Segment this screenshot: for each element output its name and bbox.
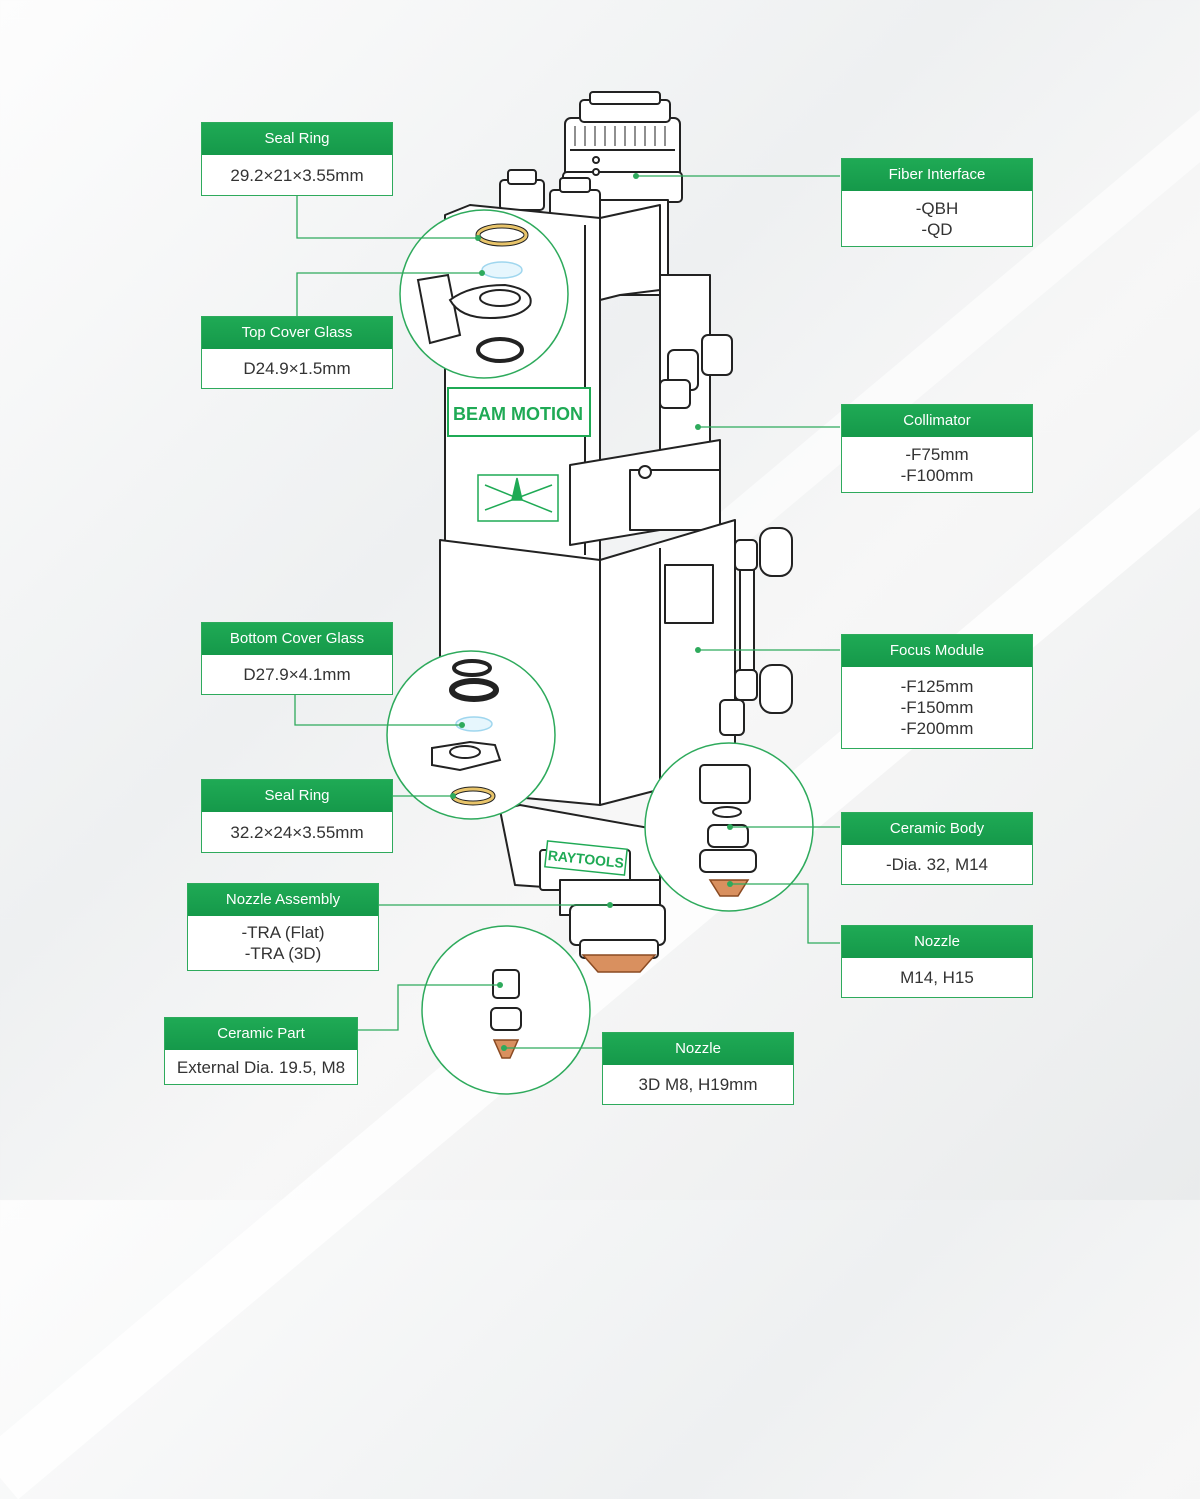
axis-badge	[477, 474, 559, 522]
seal-ring-bottom-callout: Seal Ring 32.2×24×3.55mm	[201, 779, 393, 853]
focus-fittings	[719, 527, 793, 736]
beam-motion-logo: BEAM MOTION	[453, 404, 583, 424]
callout-title: Nozzle	[842, 926, 1032, 958]
raytools-plate: RAYTOOLS	[544, 840, 628, 876]
callout-value: -F125mm	[900, 677, 974, 696]
top-seal-ring-lower	[476, 337, 524, 363]
callout-value: External Dia. 19.5, M8	[176, 1057, 346, 1077]
collimator-callout: Collimator -F75mm -F100mm	[841, 404, 1033, 493]
bottom-drawer-part	[431, 740, 502, 772]
callout-title: Collimator	[842, 405, 1032, 437]
callout-title: Focus Module	[842, 635, 1032, 667]
callout-value: 32.2×24×3.55mm	[230, 822, 364, 842]
middle-body	[569, 439, 721, 546]
leader-bottom-cover-glass	[294, 695, 462, 726]
nozzle-tip	[581, 954, 657, 973]
bottom-cover-glass-part	[455, 716, 493, 732]
callout-title: Bottom Cover Glass	[202, 623, 392, 655]
leader-ceramic-part	[358, 984, 500, 1031]
callout-title: Fiber Interface	[842, 159, 1032, 191]
laser-head-diagram: BEAM MOTION RAYTOOLS	[294, 91, 840, 1095]
nozzle-assembly-callout: Nozzle Assembly -TRA (Flat) -TRA (3D)	[187, 883, 379, 971]
ceramic-part-part	[490, 969, 522, 1031]
bottom-seal-rings	[449, 659, 499, 702]
callout-value: D27.9×4.1mm	[243, 665, 351, 684]
callout-title: Seal Ring	[202, 123, 392, 155]
top-drawer-part	[416, 273, 532, 345]
nozzle-3d-callout: Nozzle 3D M8, H19mm	[602, 1032, 794, 1105]
callout-value: -QD	[921, 219, 953, 239]
bottom-cover-glass-callout: Bottom Cover Glass D27.9×4.1mm	[201, 622, 393, 695]
callout-value: M14, H15	[900, 968, 974, 987]
callout-value: -F100mm	[900, 465, 974, 485]
callout-title: Seal Ring	[202, 780, 392, 812]
focus-module-callout: Focus Module -F125mm -F150mm -F200mm	[841, 634, 1033, 749]
callout-title: Top Cover Glass	[202, 317, 392, 349]
raytools-logo: RAYTOOLS	[547, 847, 625, 871]
top-cover-glass-callout: Top Cover Glass D24.9×1.5mm	[201, 316, 393, 389]
callout-title: Ceramic Part	[165, 1018, 357, 1050]
callout-value: -F75mm	[905, 444, 969, 464]
callout-value: 29.2×21×3.55mm	[230, 165, 364, 185]
nozzle-flat-callout: Nozzle M14, H15	[841, 925, 1033, 998]
callout-circle-bottom	[386, 650, 556, 820]
callout-title: Nozzle	[603, 1033, 793, 1065]
callout-value: -TRA (3D)	[244, 944, 322, 963]
callout-value: D24.9×1.5mm	[243, 359, 351, 378]
callout-value: -Dia. 32, M14	[885, 855, 989, 874]
callout-value: -QBH	[915, 198, 959, 218]
beam-motion-plate: BEAM MOTION	[447, 387, 591, 437]
callout-value: -F200mm	[900, 719, 974, 738]
leader-top-cover-glass	[296, 272, 482, 316]
ceramic-body-part	[699, 764, 757, 873]
fiber-interface-callout: Fiber Interface -QBH -QD	[841, 158, 1033, 247]
ceramic-part-callout: Ceramic Part External Dia. 19.5, M8	[164, 1017, 358, 1085]
seal-ring-top-callout: Seal Ring 29.2×21×3.55mm	[201, 122, 393, 196]
callout-value: 3D M8, H19mm	[638, 1075, 758, 1094]
callout-value: -TRA (Flat)	[241, 923, 325, 942]
top-connectors	[499, 169, 601, 223]
ceramic-body-callout: Ceramic Body -Dia. 32, M14	[841, 812, 1033, 885]
callout-title: Nozzle Assembly	[188, 884, 378, 916]
callout-title: Ceramic Body	[842, 813, 1032, 845]
top-cover-glass-part	[481, 261, 523, 279]
collimator-fittings	[659, 334, 733, 409]
leader-seal-ring-top	[296, 196, 478, 239]
leader-nozzle-flat	[730, 883, 840, 944]
nozzle-assembly-part	[559, 879, 666, 959]
callout-value: -F150mm	[900, 698, 974, 717]
